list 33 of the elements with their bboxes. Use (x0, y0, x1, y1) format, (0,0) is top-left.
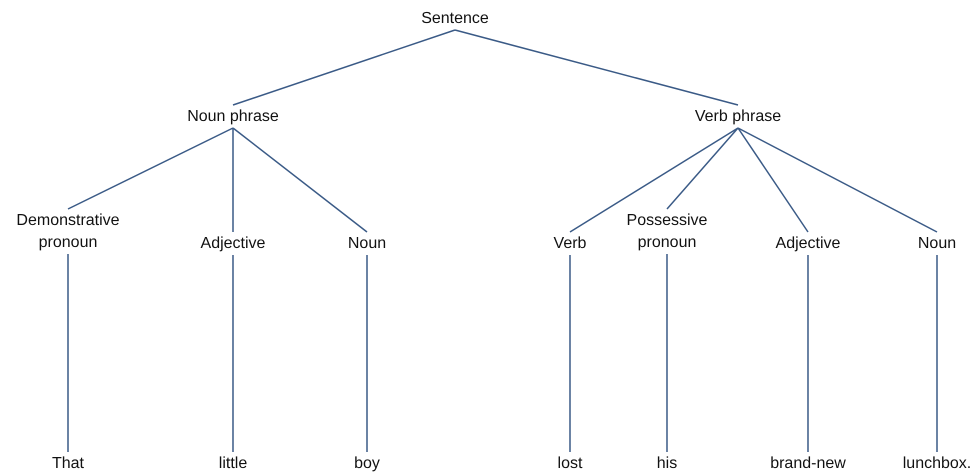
tree-label: Verb phrase (694, 108, 782, 125)
tree-branch (570, 127, 738, 233)
tree-branch (232, 255, 234, 452)
tree-label: Noun phrase (187, 108, 279, 125)
tree-branch (232, 29, 456, 106)
tree-branch (666, 254, 668, 452)
tree-label: Sentence (421, 10, 489, 27)
tree-branch (738, 127, 938, 233)
tree-label: That (52, 455, 84, 472)
tree-label: Possessive pronoun (626, 212, 708, 251)
tree-label: his (656, 455, 678, 472)
tree-label: Noun (918, 235, 956, 252)
tree-branch (936, 255, 938, 452)
tree-label: Adjective (200, 235, 266, 252)
tree-label: little (218, 455, 248, 472)
tree-label: Verb (554, 235, 586, 252)
tree-branch (67, 254, 69, 452)
tree-branch (737, 128, 809, 232)
tree-label: Adjective (776, 235, 840, 252)
tree-branch (454, 29, 738, 106)
tree-branch (366, 255, 368, 452)
tree-branch (807, 255, 809, 452)
tree-branch (666, 128, 739, 210)
tree-label: Demonstrative pronoun (16, 212, 120, 251)
tree-label: boy (354, 455, 380, 472)
tree-label: lunchbox. (902, 455, 972, 472)
tree-label: Noun (348, 235, 386, 252)
tree-branch (232, 128, 234, 232)
tree-label: brand-new (770, 455, 846, 472)
tree-branch (569, 255, 571, 452)
tree-branch (232, 127, 368, 233)
tree-branch (68, 127, 234, 210)
tree-label: lost (558, 455, 582, 472)
